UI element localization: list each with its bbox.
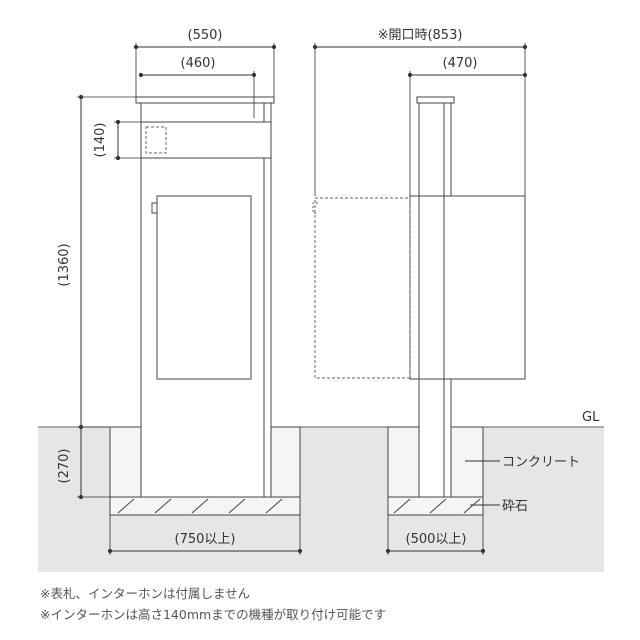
intercom-placeholder	[145, 126, 167, 154]
svg-text:(500以上): (500以上)	[406, 532, 467, 547]
dim-foundation-width-front: (750以上)	[107, 515, 303, 555]
dim-side-depth: (470)	[407, 56, 528, 196]
opened-door-outline	[314, 197, 411, 379]
dim-foundation-width-side: (500以上)	[385, 515, 486, 555]
note-2: ※インターホンは高さ140mmまでの機種が取り付け可能です	[40, 607, 386, 622]
dim-total-width: (550)	[133, 28, 277, 97]
svg-text:(270): (270)	[57, 449, 72, 484]
svg-text:砕石: 砕石	[502, 499, 528, 514]
dim-open-width: ※開口時(853)	[312, 28, 528, 196]
svg-text:コンクリート: コンクリート	[502, 455, 580, 470]
dim-body-width: (460)	[138, 56, 257, 118]
svg-text:※開口時(853): ※開口時(853)	[378, 28, 463, 43]
ground-level-label: GL	[582, 410, 600, 425]
svg-text:(140): (140)	[93, 123, 108, 158]
front-cap	[135, 96, 275, 104]
side-cap	[416, 96, 455, 104]
svg-text:(1360): (1360)	[57, 243, 72, 286]
concrete-callout: コンクリート	[465, 455, 580, 470]
svg-text:(460): (460)	[181, 56, 216, 71]
dim-total-height: (1360)	[57, 94, 136, 430]
svg-text:(470): (470)	[443, 56, 478, 71]
note-1: ※表札、インターホンは付属しません	[40, 586, 250, 601]
nameplate-panel	[140, 121, 272, 159]
front-door	[156, 195, 252, 380]
dim-intercom-height: (140)	[93, 119, 141, 161]
gravel-callout: 砕石	[470, 499, 528, 514]
svg-text:(750以上): (750以上)	[175, 532, 236, 547]
door-handle	[151, 202, 157, 214]
dim-foundation-depth: (270)	[57, 427, 110, 500]
svg-text:(550): (550)	[188, 28, 223, 43]
